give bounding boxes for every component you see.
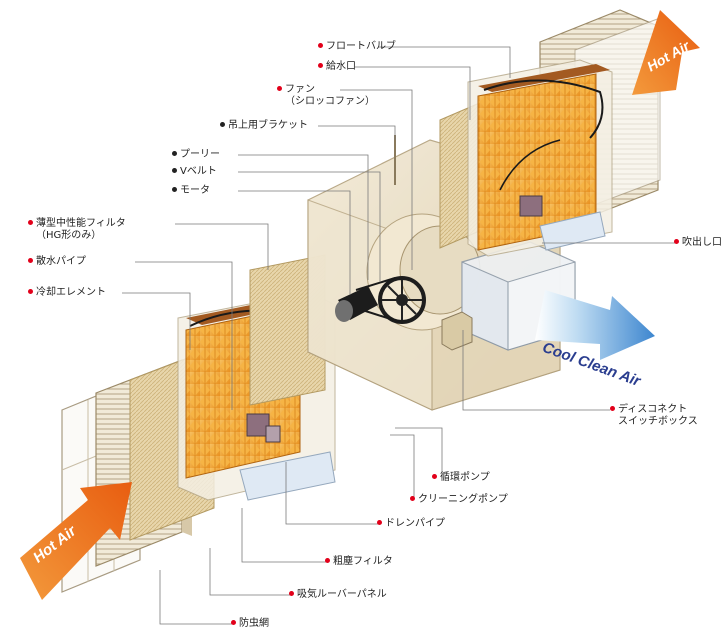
red-dot-icon [277, 86, 282, 91]
leader-lines [122, 46, 675, 625]
label-disconnect-switch-box: ディスコネクト スイッチボックス [610, 404, 698, 428]
label-motor: モータ [172, 185, 210, 197]
label-water-inlet: 給水口 [318, 61, 356, 73]
label-hanging-bracket: 吊上用ブラケット [220, 120, 308, 132]
red-dot-icon [674, 239, 679, 244]
hot-air-arrow-bottom [20, 482, 132, 600]
red-dot-icon [289, 591, 294, 596]
label-float-valve: フロートバルブ [318, 41, 396, 53]
thin-mid-filter [249, 254, 326, 406]
red-dot-icon [410, 496, 415, 501]
label-thin-filter: 薄型中性能フィルタ （HG形のみ） [28, 218, 126, 242]
label-pulley: プーリー [172, 149, 220, 161]
label-circulation-pump: 循環ポンプ [432, 472, 490, 484]
red-dot-icon [231, 620, 236, 625]
label-coarse-filter: 粗塵フィルタ [325, 556, 393, 568]
red-dot-icon [28, 258, 33, 263]
disconnect-switch-box [441, 311, 473, 351]
motor [335, 286, 378, 322]
label-cooling-element: 冷却エレメント [28, 287, 106, 299]
label-fan: ファン （シロッコファン） [277, 84, 375, 108]
black-dot-icon [220, 122, 225, 127]
red-dot-icon [325, 558, 330, 563]
label-drain-pipe: ドレンパイプ [377, 518, 445, 530]
red-dot-icon [377, 520, 382, 525]
red-dot-icon [432, 474, 437, 479]
label-insect-net: 防虫網 [231, 618, 269, 630]
red-dot-icon [318, 43, 323, 48]
hot-air-arrow-top [632, 10, 700, 95]
label-sprinkler-pipe: 散水パイプ [28, 256, 86, 268]
cool-clean-air-arrow [535, 290, 655, 360]
rear-cooling-element [467, 59, 613, 257]
label-outlet: 吹出し口 [674, 237, 721, 249]
black-dot-icon [172, 187, 177, 192]
label-louver-panel: 吸気ルーバーパネル [289, 589, 387, 601]
label-cleaning-pump: クリーニングポンプ [410, 494, 508, 506]
red-dot-icon [610, 406, 615, 411]
red-dot-icon [28, 289, 33, 294]
label-v-belt: Vベルト [172, 166, 217, 178]
black-dot-icon [172, 168, 177, 173]
red-dot-icon [28, 220, 33, 225]
black-dot-icon [172, 151, 177, 156]
red-dot-icon [318, 63, 323, 68]
